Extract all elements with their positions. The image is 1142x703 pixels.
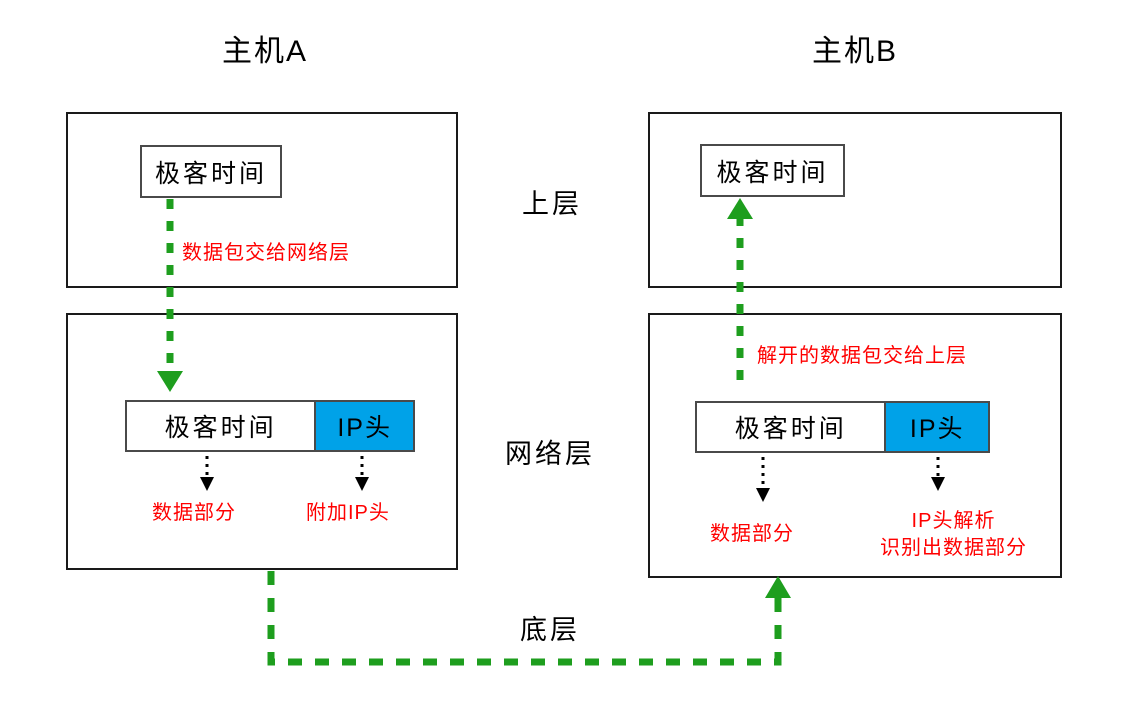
host-b-upper-layer-box bbox=[648, 112, 1062, 288]
host-b-packet: 极客时间 IP头 bbox=[695, 401, 990, 453]
host-a-packet-ip-header: IP头 bbox=[314, 402, 413, 450]
host-a-app-data-box: 极客时间 bbox=[140, 145, 282, 198]
host-a-title: 主机A bbox=[221, 35, 308, 68]
bottom-layer-arrowhead bbox=[765, 576, 791, 598]
host-b-title: 主机B bbox=[811, 35, 898, 68]
host-b-ip-header-annotation-line2: 识别出数据部分 bbox=[880, 537, 1027, 559]
host-b-payload-annotation: 数据部分 bbox=[710, 523, 794, 545]
host-a-payload-annotation: 数据部分 bbox=[152, 502, 236, 524]
host-b-network-to-upper-annotation: 解开的数据包交给上层 bbox=[757, 345, 967, 367]
host-b-packet-ip-header: IP头 bbox=[884, 403, 988, 451]
host-b-packet-payload: 极客时间 bbox=[697, 403, 885, 451]
host-b-ip-header-annotation-line1: IP头解析 bbox=[911, 510, 996, 532]
host-b-app-data-box: 极客时间 bbox=[700, 144, 845, 197]
layer-label-upper: 上层 bbox=[522, 189, 582, 219]
host-a-ip-header-annotation: 附加IP头 bbox=[306, 502, 390, 524]
host-b-ip-header-annotation: IP头解析 识别出数据部分 bbox=[880, 508, 1027, 562]
host-a-upper-to-network-annotation: 数据包交给网络层 bbox=[182, 242, 350, 264]
host-a-upper-layer-box bbox=[66, 112, 458, 288]
layer-label-bottom: 底层 bbox=[520, 615, 580, 645]
host-a-packet-payload: 极客时间 bbox=[127, 402, 315, 450]
host-a-packet: 极客时间 IP头 bbox=[125, 400, 415, 452]
layer-label-network: 网络层 bbox=[505, 439, 595, 469]
